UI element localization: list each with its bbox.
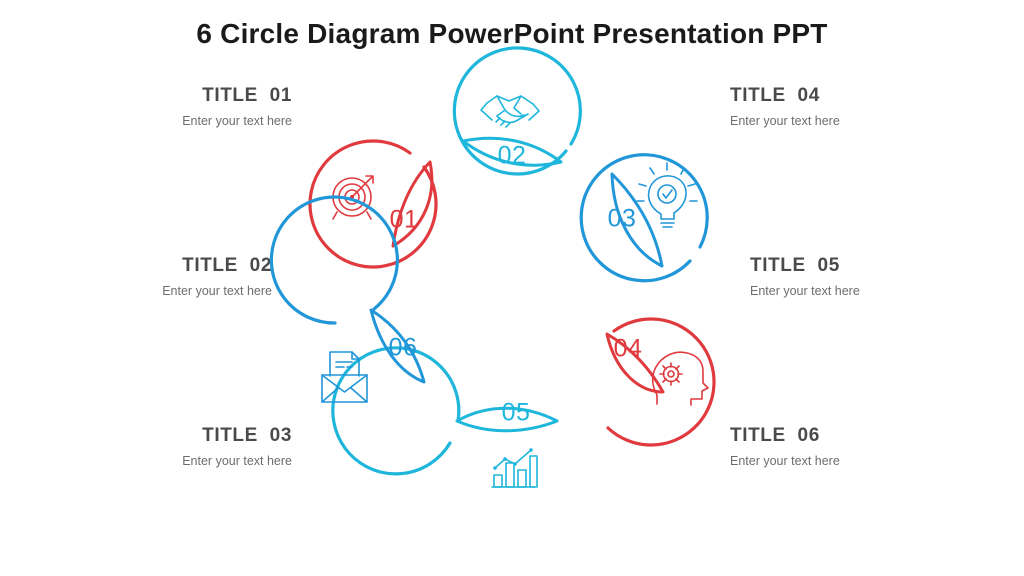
number-petal-02 bbox=[461, 136, 563, 167]
arrow-head-05 bbox=[441, 406, 459, 432]
number-petal-05 bbox=[455, 406, 559, 433]
label-subtitle-05: Enter your text here bbox=[750, 283, 860, 298]
circle-group-04[interactable]: 04 bbox=[596, 317, 716, 447]
circle-number-05: 05 bbox=[502, 399, 531, 427]
label-block-06: TITLE 06 Enter your text here bbox=[730, 425, 980, 469]
label-title-01: TITLE 01 bbox=[202, 85, 292, 106]
head-gear-icon bbox=[651, 351, 709, 406]
ring-arc-04 bbox=[606, 317, 716, 447]
target-arrow-icon bbox=[332, 175, 374, 220]
ring-arc-06 bbox=[269, 195, 399, 325]
label-subtitle-03: Enter your text here bbox=[182, 453, 292, 468]
label-title-04: TITLE 04 bbox=[730, 85, 820, 106]
circle-number-01: 01 bbox=[390, 206, 419, 234]
ring-arc-03 bbox=[579, 153, 709, 283]
label-title-03: TITLE 03 bbox=[202, 425, 292, 446]
label-block-03: TITLE 03 Enter your text here bbox=[42, 425, 292, 469]
number-petal-04 bbox=[605, 332, 665, 394]
lightbulb-check-icon bbox=[636, 162, 698, 228]
label-block-04: TITLE 04 Enter your text here bbox=[730, 85, 980, 129]
page-title: 6 Circle Diagram PowerPoint Presentation… bbox=[196, 18, 828, 49]
number-petal-03 bbox=[610, 172, 664, 268]
circle-number-06: 06 bbox=[389, 334, 418, 362]
circle-number-04: 04 bbox=[614, 335, 643, 363]
bar-chart-growth-icon bbox=[491, 448, 538, 488]
circle-group-01[interactable]: 01 bbox=[308, 138, 438, 269]
circle-group-03[interactable]: 03 bbox=[579, 153, 709, 283]
label-block-02: TITLE 02 Enter your text here bbox=[22, 255, 272, 299]
number-petal-01 bbox=[391, 160, 434, 248]
label-title-06: TITLE 06 bbox=[730, 425, 820, 446]
circle-number-02: 02 bbox=[498, 142, 527, 170]
label-title-02: TITLE 02 bbox=[182, 255, 272, 276]
number-petal-06 bbox=[369, 308, 426, 384]
label-subtitle-01: Enter your text here bbox=[182, 113, 292, 128]
handshake-icon bbox=[480, 95, 540, 128]
circle-group-06[interactable]: 06 bbox=[269, 195, 426, 403]
circle-group-05[interactable]: 05 bbox=[331, 346, 559, 488]
label-subtitle-02: Enter your text here bbox=[162, 283, 272, 298]
ring-arc-02 bbox=[452, 46, 582, 176]
label-subtitle-04: Enter your text here bbox=[730, 113, 840, 128]
label-block-05: TITLE 05 Enter your text here bbox=[750, 255, 1000, 299]
label-block-01: TITLE 01 Enter your text here bbox=[42, 85, 292, 129]
label-subtitle-06: Enter your text here bbox=[730, 453, 840, 468]
mail-document-icon bbox=[321, 351, 368, 403]
circle-number-03: 03 bbox=[608, 205, 637, 233]
label-title-05: TITLE 05 bbox=[750, 255, 840, 276]
ring-arc-01 bbox=[308, 139, 438, 269]
circle-group-02[interactable]: 02 bbox=[452, 46, 582, 176]
